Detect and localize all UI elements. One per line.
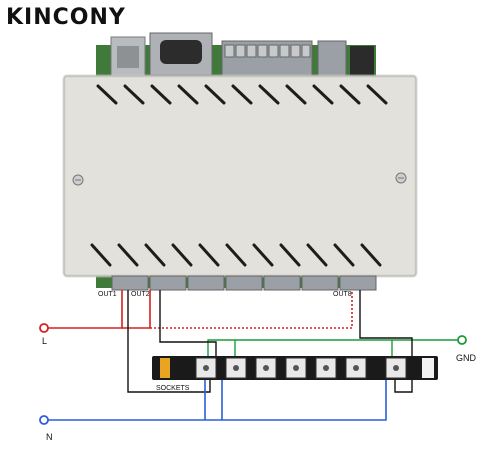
ground-label: GND	[456, 353, 476, 363]
neutral-label: N	[46, 432, 53, 442]
relay-controller-board	[62, 32, 418, 291]
db9-serial-port-icon	[149, 32, 213, 76]
neutral-wire	[48, 378, 387, 421]
out8-label: OUT8	[333, 291, 352, 298]
ethernet-port-icon	[110, 36, 146, 80]
out1-label: OUT1	[98, 291, 117, 298]
screw-icon	[395, 172, 407, 184]
line-label: L	[42, 336, 48, 346]
brand-logo: KINCONY	[6, 5, 126, 30]
top-terminal-block	[221, 40, 347, 80]
sockets-label: SOCKETS	[156, 385, 190, 392]
line-wire	[48, 290, 353, 329]
relay-output-terminals	[111, 275, 377, 291]
power-switch	[160, 358, 170, 378]
power-jack	[350, 46, 374, 80]
line-terminal	[39, 323, 49, 333]
screw-icon	[72, 174, 84, 186]
neutral-terminal	[39, 415, 49, 425]
out2-label: OUT2	[131, 291, 150, 298]
power-strip	[152, 356, 438, 380]
ground-terminal	[457, 335, 467, 345]
